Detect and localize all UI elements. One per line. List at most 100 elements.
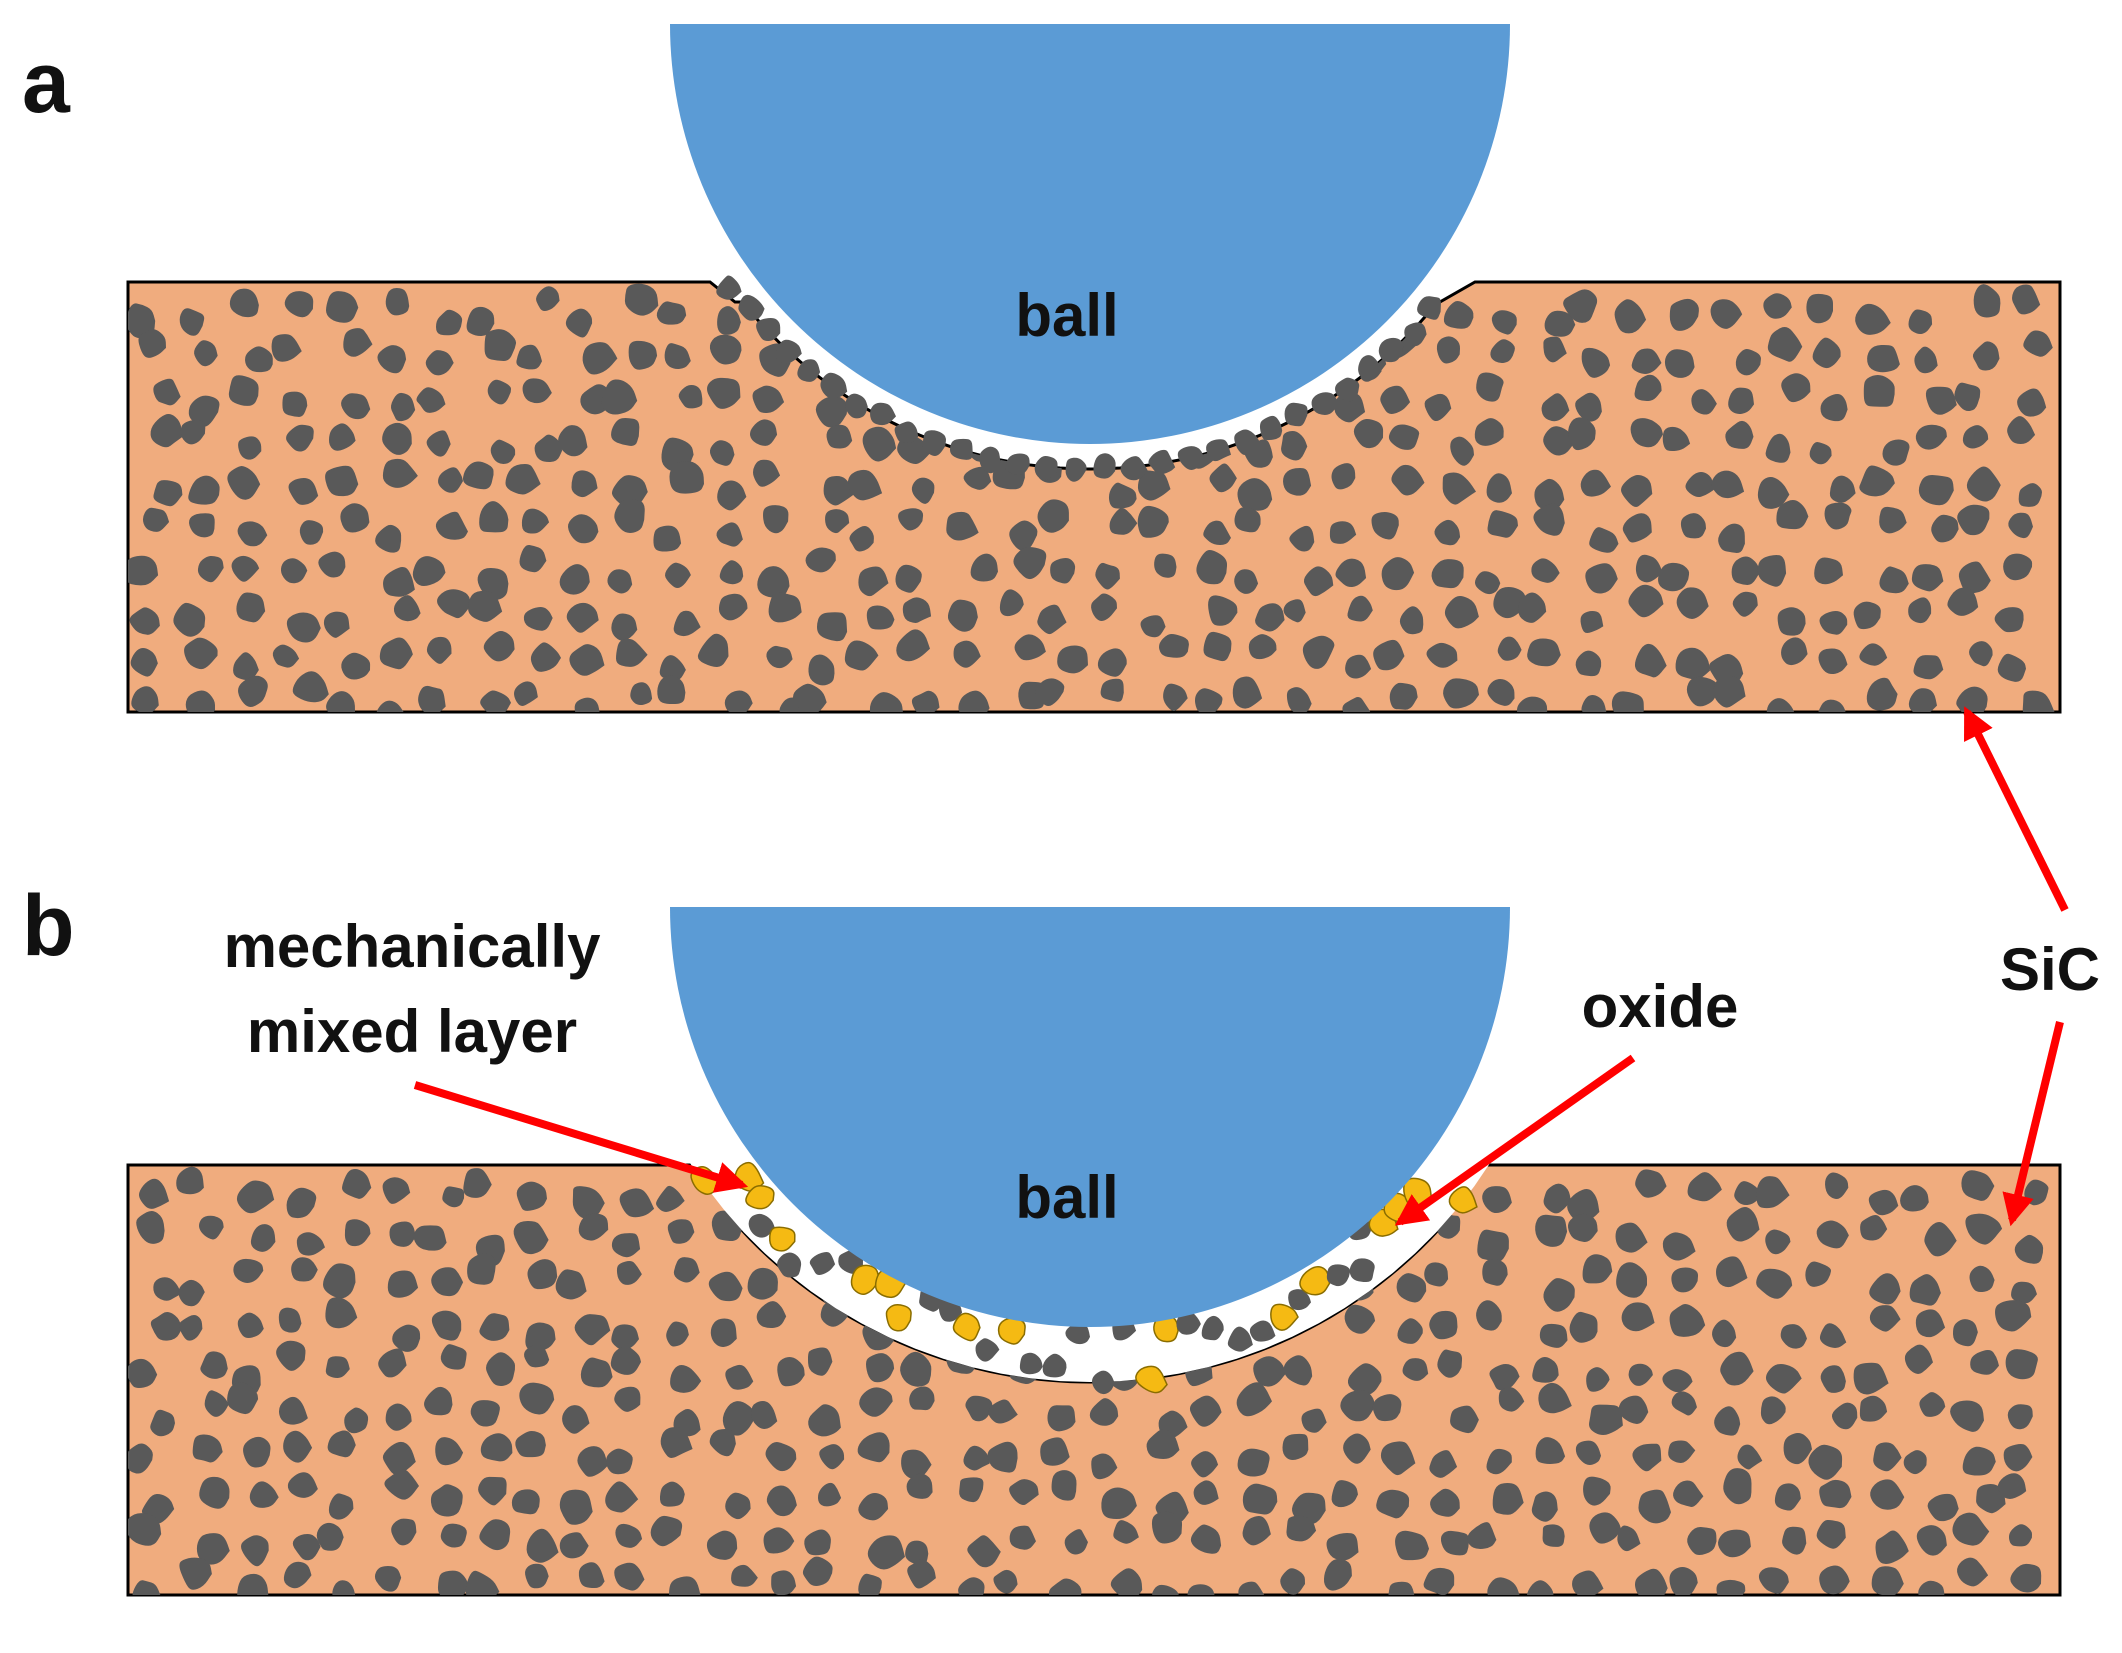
sic-particle <box>173 602 206 637</box>
sic-particle <box>1288 1289 1311 1311</box>
sic-particle <box>1686 676 1719 707</box>
sic-particle <box>697 633 729 668</box>
sic-particle <box>1402 1358 1429 1381</box>
sic-particle <box>1194 688 1223 712</box>
sic-particle <box>949 438 973 460</box>
sic-particle <box>1380 1441 1416 1476</box>
sic-particle <box>820 372 848 399</box>
sic-particle <box>291 1257 318 1282</box>
sic-particle <box>179 308 205 336</box>
sic-particle <box>1669 1304 1706 1337</box>
sic-particle <box>1535 1437 1566 1464</box>
sic-particle <box>660 1427 693 1458</box>
sic-particle <box>1541 393 1570 422</box>
sic-particle <box>138 1178 170 1209</box>
sic-particle <box>580 1357 613 1388</box>
sic-particle <box>1443 678 1479 709</box>
sic-particle <box>1615 1222 1648 1253</box>
sic-particle <box>1879 566 1909 594</box>
sic-particle <box>1196 549 1228 585</box>
sic-particle <box>1259 415 1283 441</box>
sic-particle <box>236 1180 275 1214</box>
sic-particle <box>1969 641 1993 667</box>
sic-particle <box>1908 309 1933 335</box>
sic-particle <box>611 1233 641 1258</box>
sic-particle <box>527 1259 558 1290</box>
sic-particle <box>1303 566 1334 597</box>
sic-particle <box>979 446 1001 474</box>
sic-particle <box>1358 355 1382 381</box>
sic-particle <box>229 288 259 318</box>
sic-particle <box>673 1257 700 1283</box>
sic-particle <box>628 340 658 370</box>
sic-particle <box>1242 1483 1278 1515</box>
sic-particle <box>1497 636 1522 661</box>
sic-particle <box>1931 514 1959 543</box>
sic-particle <box>413 1225 447 1251</box>
sic-particle <box>1051 1470 1077 1501</box>
sic-particle <box>1635 554 1663 583</box>
sic-particle <box>815 396 848 428</box>
sic-particle <box>965 1395 993 1422</box>
sic-particle <box>1538 1382 1572 1414</box>
sic-particle <box>1760 1396 1786 1425</box>
sic-particle <box>1563 289 1598 323</box>
sic-particle <box>1476 1300 1502 1331</box>
sic-particle <box>490 439 516 465</box>
sic-particle <box>385 1403 412 1431</box>
sic-particle <box>656 1185 685 1212</box>
sic-particle <box>1467 1522 1497 1549</box>
sic-particle <box>1957 504 1990 536</box>
sic-particle <box>377 345 407 374</box>
sic-particle <box>993 1569 1018 1594</box>
sic-particle <box>2003 1444 2033 1472</box>
sic-particle <box>1190 1524 1222 1554</box>
sic-particle <box>1956 686 1988 712</box>
sic-particle <box>1482 1259 1508 1286</box>
mml-label-line2: mixed layer <box>247 998 577 1065</box>
sic-particle <box>1687 1172 1722 1202</box>
sic-particle <box>1911 564 1944 592</box>
sic-particle <box>179 1557 212 1590</box>
sic-particle <box>344 1219 371 1247</box>
sic-particle <box>1482 1186 1512 1214</box>
sic-particle <box>669 1576 702 1595</box>
sic-particle <box>614 1386 641 1412</box>
sic-particle <box>1777 607 1806 636</box>
sic-particle <box>1236 1382 1272 1417</box>
sic-particle <box>1720 1351 1754 1386</box>
sic-particle <box>340 503 370 533</box>
sic-particle <box>777 1356 805 1387</box>
sic-particle <box>128 1358 158 1389</box>
sic-particle <box>192 1434 223 1463</box>
sic-particle <box>1539 1323 1568 1348</box>
sic-particle <box>282 391 308 417</box>
sic-particle <box>382 1441 416 1475</box>
sic-particle <box>775 339 802 364</box>
sic-particle <box>129 607 160 635</box>
sic-particle <box>480 1433 513 1462</box>
sic-particle <box>825 509 850 534</box>
sic-particle <box>180 420 206 445</box>
sic-particle <box>2005 1349 2038 1380</box>
sic-particle <box>1583 1476 1611 1506</box>
sic-particle <box>435 1437 464 1466</box>
sic-particle <box>384 1469 419 1500</box>
sic-particle <box>288 477 319 505</box>
sic-particle <box>906 1473 933 1499</box>
sic-particle <box>1671 1267 1699 1293</box>
sic-particle <box>519 544 547 573</box>
sic-particle <box>374 1566 402 1592</box>
sic-particle <box>1662 1232 1696 1261</box>
oxide-particle <box>1135 1365 1168 1394</box>
sic-particle <box>656 301 687 325</box>
sic-particle <box>1631 348 1662 374</box>
sic-particle <box>327 1430 356 1458</box>
sic-particle <box>323 611 350 638</box>
sic-particle <box>731 1564 758 1587</box>
sic-particle <box>1875 1530 1909 1565</box>
sic-particle <box>1163 683 1188 711</box>
sic-particle <box>344 1407 369 1434</box>
sic-particle <box>1589 527 1619 553</box>
sic-particle <box>1867 344 1900 373</box>
